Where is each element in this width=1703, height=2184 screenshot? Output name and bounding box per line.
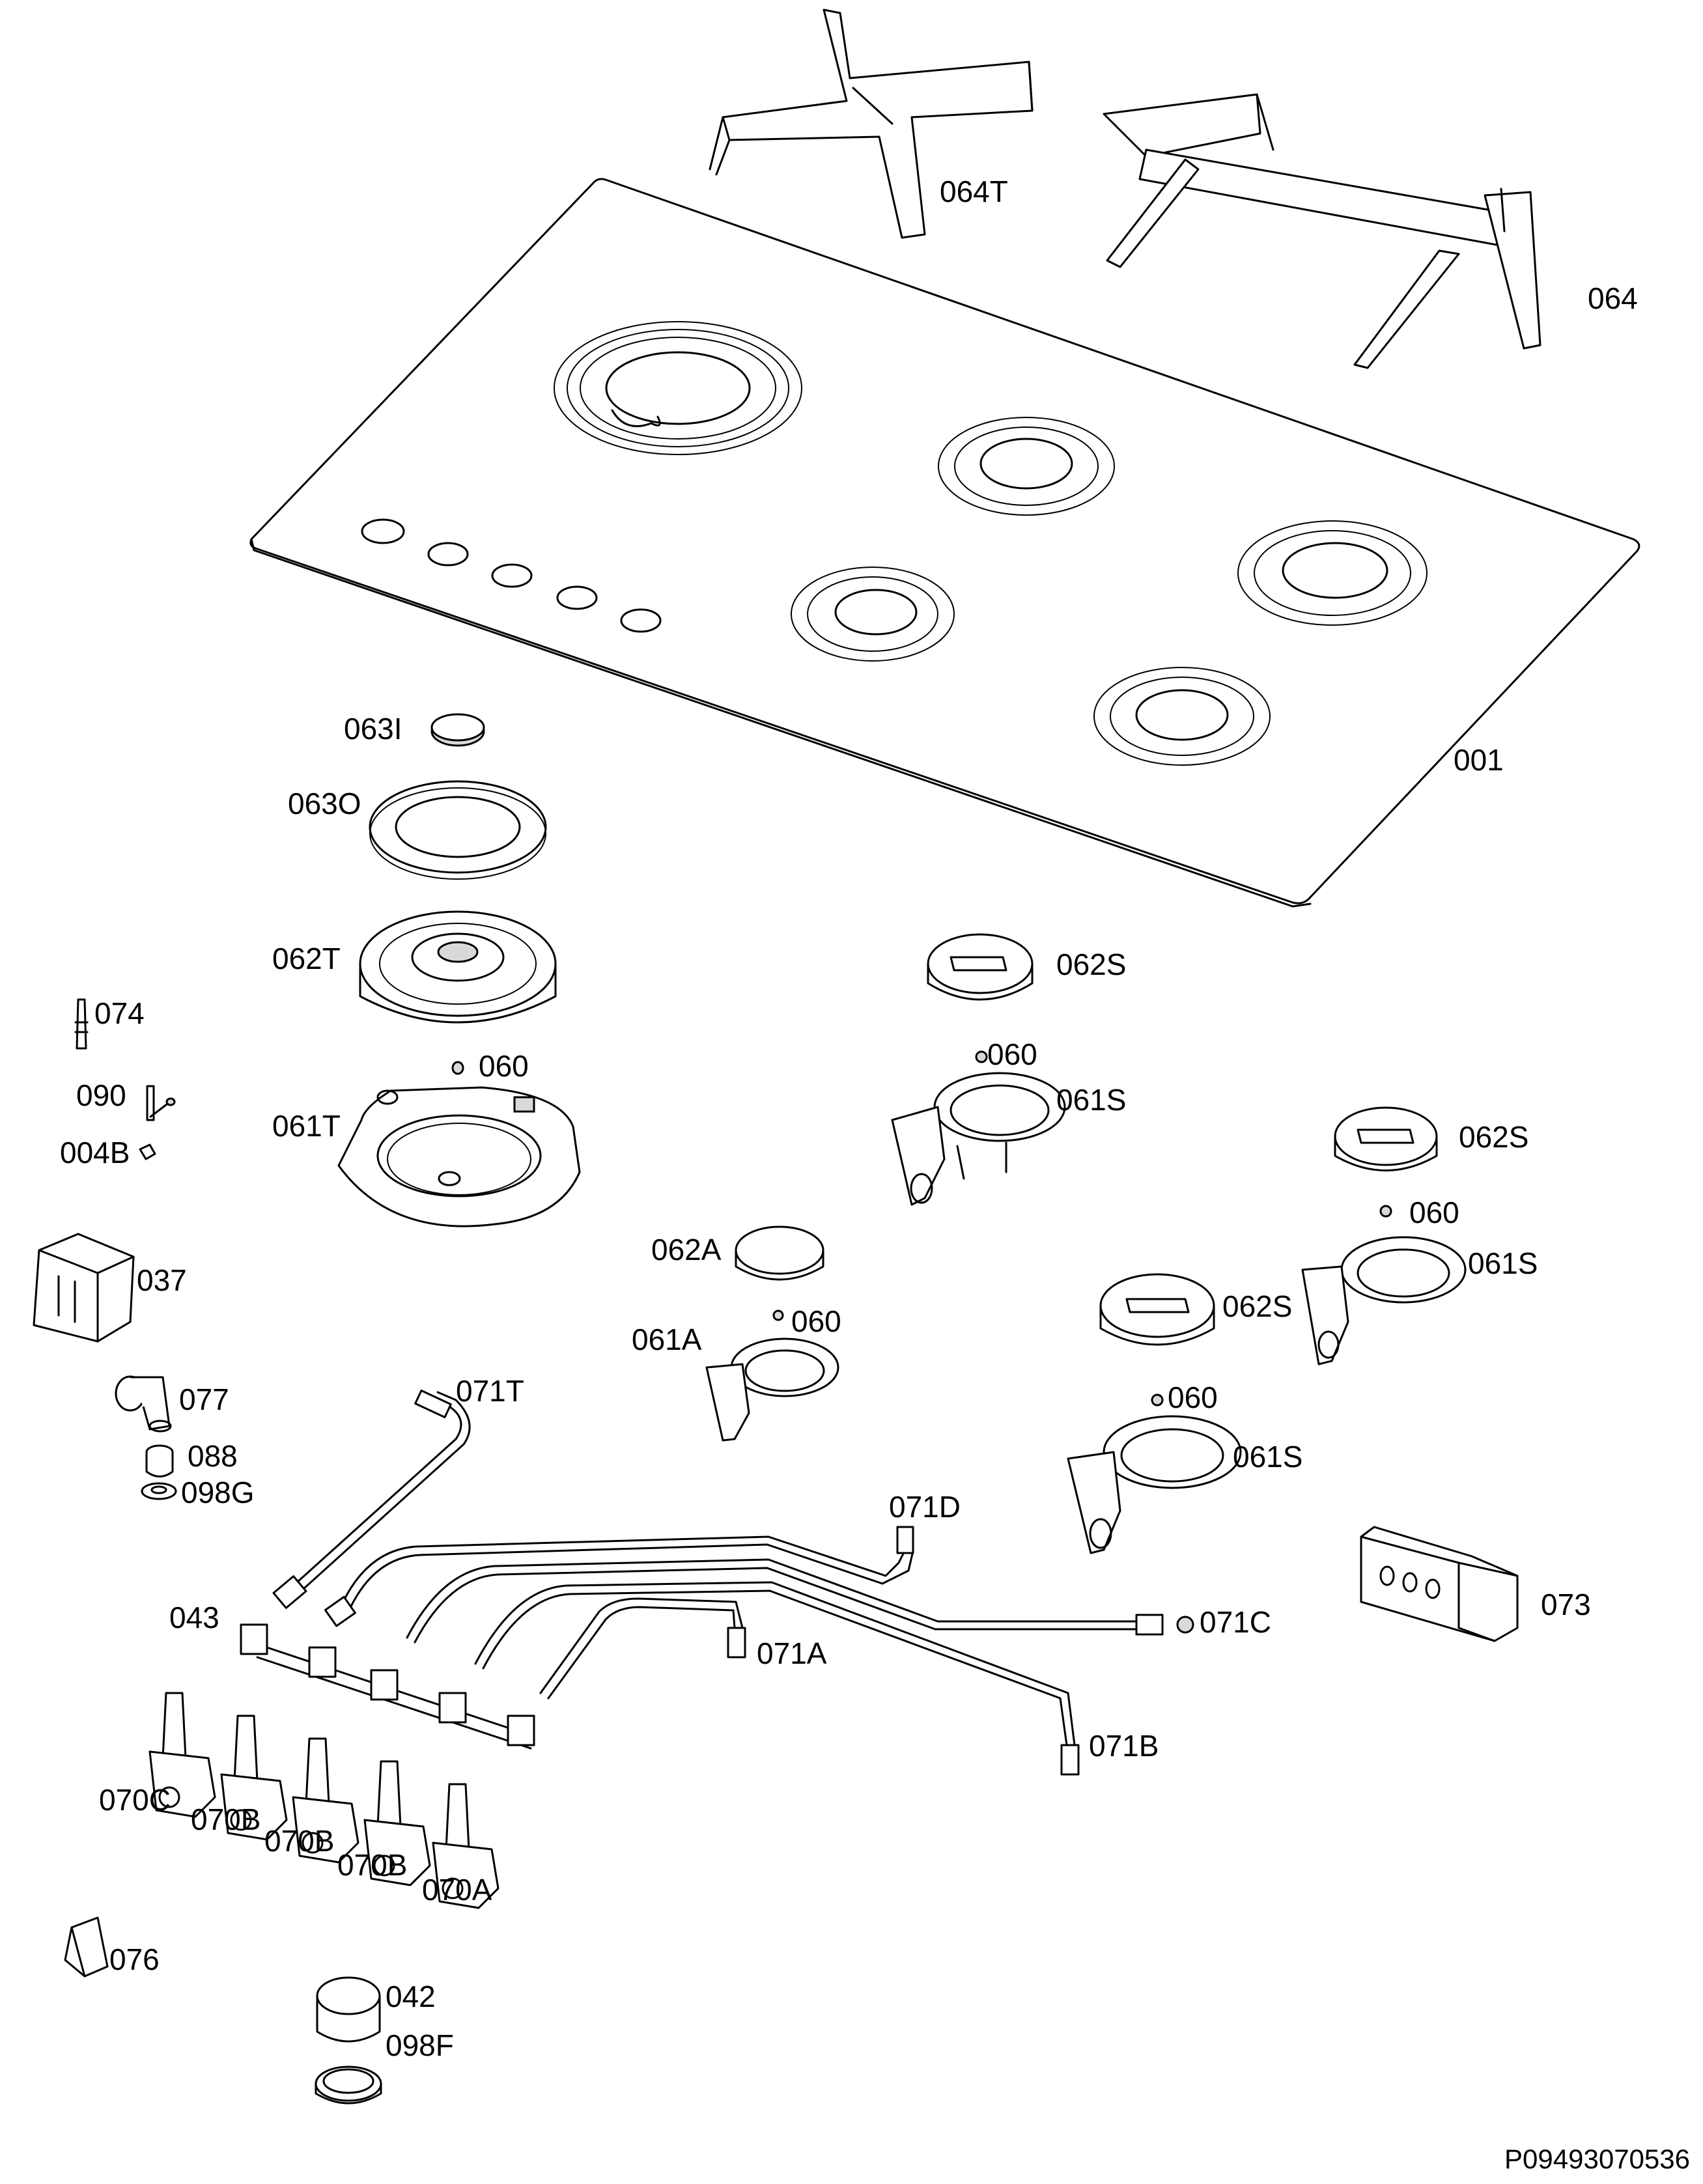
label-070B: 070B bbox=[337, 1848, 407, 1882]
label-071C: 071C bbox=[1200, 1605, 1271, 1639]
burner-cap-inner-063I[interactable] bbox=[430, 713, 485, 747]
washer-098G[interactable] bbox=[141, 1482, 177, 1500]
nut-088[interactable] bbox=[145, 1444, 174, 1477]
clamp-076[interactable] bbox=[64, 1916, 109, 1978]
gas-pipe-071A[interactable] bbox=[539, 1597, 746, 1700]
pan-support-064T[interactable] bbox=[709, 8, 1034, 239]
clip-004B[interactable] bbox=[139, 1143, 156, 1160]
label-062S: 062S bbox=[1222, 1289, 1292, 1323]
burner-cap-062S-right[interactable] bbox=[1334, 1106, 1438, 1171]
label-071B: 071B bbox=[1089, 1729, 1159, 1763]
ignition-electrode-090[interactable] bbox=[146, 1085, 176, 1121]
label-077: 077 bbox=[179, 1382, 229, 1416]
label-063O: 063O bbox=[288, 787, 361, 820]
label-076: 076 bbox=[109, 1942, 160, 1976]
burner-cap-062S-upper[interactable] bbox=[927, 933, 1034, 1001]
drawing-code: P09493070536 bbox=[1504, 2144, 1690, 2174]
label-098F: 098F bbox=[386, 2028, 454, 2062]
label-061S: 061S bbox=[1468, 1246, 1538, 1280]
label-070A: 070A bbox=[422, 1873, 492, 1907]
burner-base-061A[interactable] bbox=[705, 1337, 839, 1442]
label-073: 073 bbox=[1541, 1588, 1591, 1621]
gas-valve-070B-1[interactable] bbox=[220, 1715, 288, 1841]
label-004B: 004B bbox=[60, 1136, 130, 1169]
gas-pipe-071D[interactable] bbox=[324, 1526, 914, 1627]
label-071A: 071A bbox=[757, 1636, 827, 1670]
burner-cap-062A[interactable] bbox=[735, 1225, 824, 1281]
burner-cap-062S-middle[interactable] bbox=[1099, 1273, 1215, 1346]
label-001: 001 bbox=[1454, 743, 1504, 777]
interrupter-043[interactable] bbox=[240, 1623, 535, 1750]
label-064T: 064T bbox=[940, 175, 1008, 208]
label-088: 088 bbox=[188, 1439, 238, 1473]
burner-cap-outer-063O[interactable] bbox=[369, 780, 547, 880]
label-062T: 062T bbox=[272, 942, 341, 975]
label-060: 060 bbox=[791, 1304, 841, 1338]
burner-base-061S-upper[interactable] bbox=[891, 1072, 1066, 1206]
gas-valve-070A[interactable] bbox=[432, 1783, 500, 1909]
elbow-connector-077[interactable] bbox=[115, 1375, 172, 1433]
label-061T: 061T bbox=[272, 1109, 341, 1143]
label-042: 042 bbox=[386, 1980, 436, 2013]
label-060: 060 bbox=[1168, 1380, 1218, 1414]
label-062A: 062A bbox=[651, 1233, 722, 1267]
label-062S: 062S bbox=[1459, 1120, 1528, 1154]
label-037: 037 bbox=[137, 1263, 187, 1297]
label-090: 090 bbox=[76, 1078, 126, 1112]
gas-valve-070C[interactable] bbox=[148, 1692, 216, 1818]
label-064: 064 bbox=[1588, 281, 1638, 315]
thermocouple-074[interactable] bbox=[74, 998, 89, 1050]
label-071D: 071D bbox=[889, 1490, 961, 1524]
injector-060-aux[interactable] bbox=[772, 1309, 784, 1321]
gas-pipe-071B[interactable] bbox=[474, 1581, 1080, 1776]
label-070C: 070C bbox=[99, 1783, 171, 1817]
label-098G: 098G bbox=[181, 1476, 255, 1509]
injector-060-triple[interactable] bbox=[451, 1061, 464, 1075]
label-060: 060 bbox=[987, 1037, 1037, 1071]
burner-crown-062T[interactable] bbox=[359, 910, 557, 1024]
label-060: 060 bbox=[479, 1049, 529, 1083]
injector-060-middle[interactable] bbox=[1151, 1393, 1164, 1407]
gas-pipe-071T[interactable] bbox=[272, 1389, 471, 1609]
label-071T: 071T bbox=[456, 1374, 524, 1408]
label-074: 074 bbox=[94, 996, 145, 1030]
bezel-ring-098F[interactable] bbox=[315, 2065, 382, 2105]
label-060: 060 bbox=[1409, 1196, 1459, 1229]
spark-generator-037[interactable] bbox=[33, 1233, 135, 1343]
label-070B: 070B bbox=[264, 1824, 334, 1858]
label-062S: 062S bbox=[1056, 947, 1126, 981]
burner-base-061S-right[interactable] bbox=[1301, 1236, 1467, 1365]
label-061S: 061S bbox=[1233, 1440, 1302, 1474]
gas-valve-070B-3[interactable] bbox=[363, 1760, 431, 1886]
hob-glass-top-001[interactable] bbox=[249, 178, 1640, 908]
injector-060-right[interactable] bbox=[1379, 1205, 1392, 1218]
label-063I: 063I bbox=[344, 712, 402, 746]
label-061S: 061S bbox=[1056, 1083, 1126, 1117]
terminal-block-073[interactable] bbox=[1360, 1526, 1519, 1642]
label-070B: 070B bbox=[191, 1802, 260, 1836]
injector-060-upper[interactable] bbox=[975, 1050, 988, 1063]
knob-042[interactable] bbox=[316, 1976, 381, 2043]
gas-pipe-071C[interactable] bbox=[406, 1558, 1194, 1644]
pan-support-064[interactable] bbox=[1103, 93, 1541, 369]
gas-valve-070B-2[interactable] bbox=[292, 1737, 359, 1864]
burner-base-061T[interactable] bbox=[337, 1086, 581, 1227]
label-043: 043 bbox=[169, 1601, 219, 1634]
burner-base-061S-middle[interactable] bbox=[1067, 1415, 1242, 1554]
label-061A: 061A bbox=[632, 1323, 702, 1356]
